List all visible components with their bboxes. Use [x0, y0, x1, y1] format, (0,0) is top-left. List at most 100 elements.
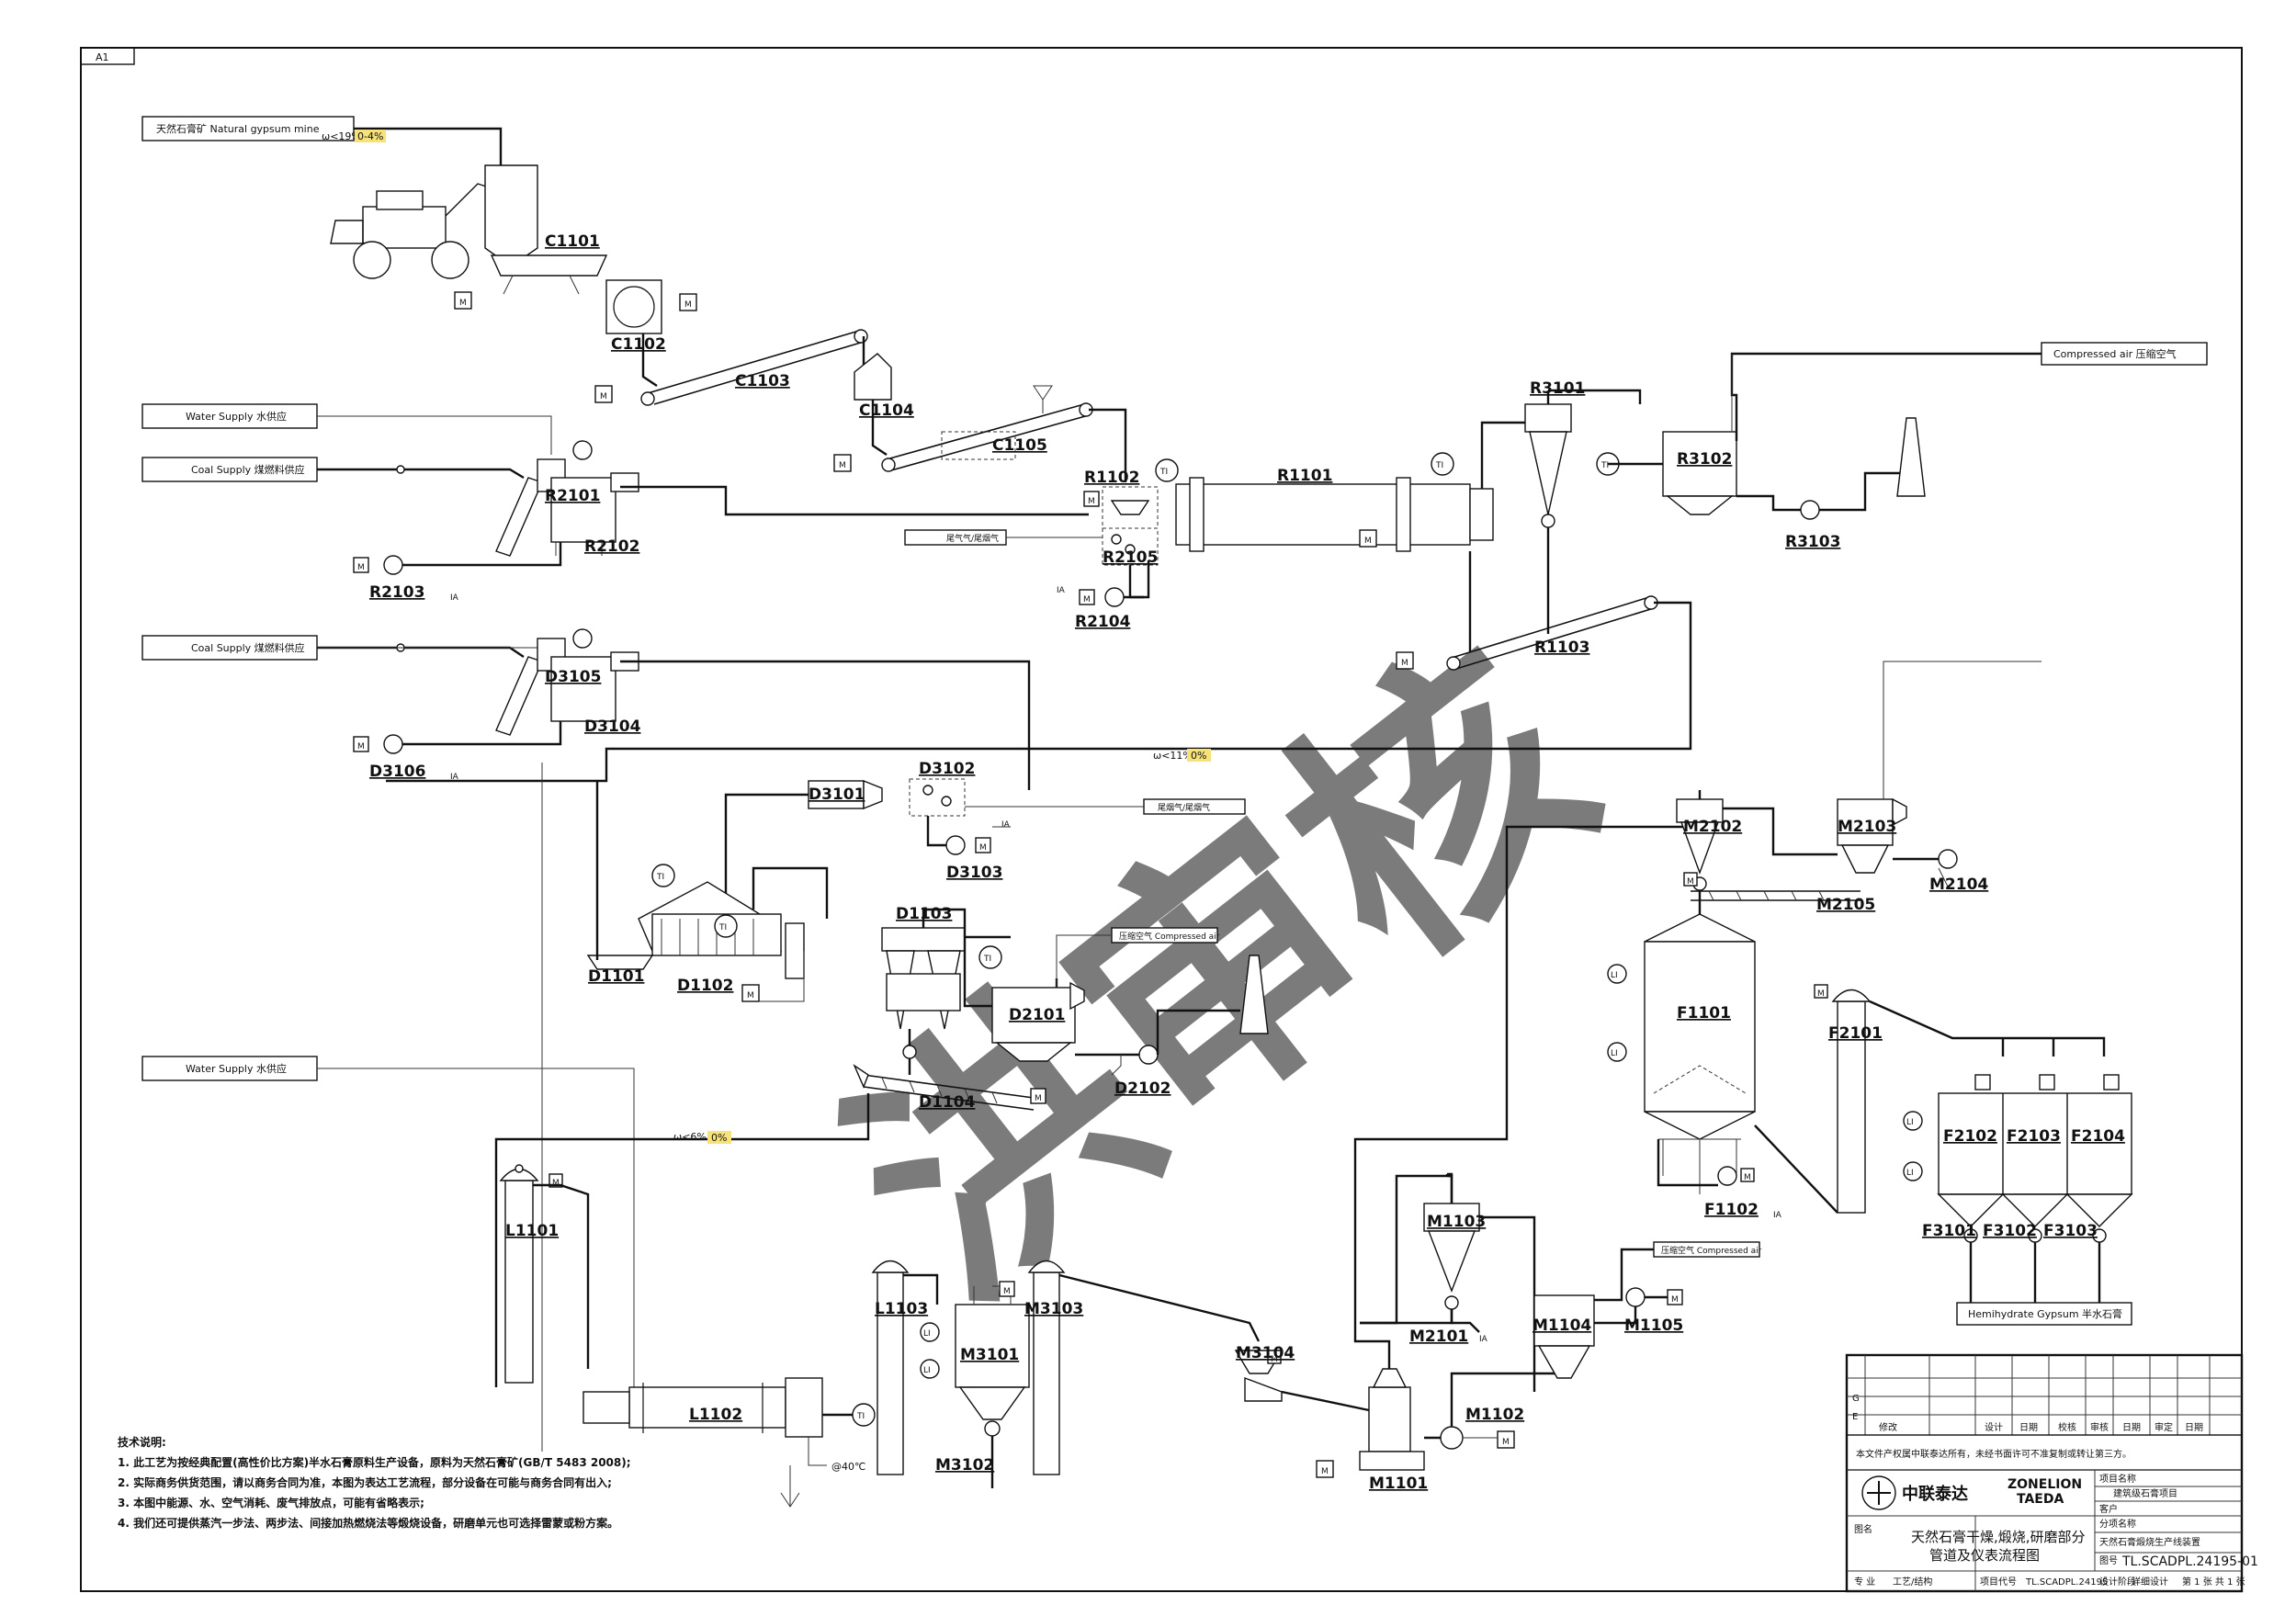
cyclones-d1103 — [881, 908, 1011, 1075]
cyclone-m1103 — [1360, 1172, 1536, 1392]
fan-m1105: M — [1594, 1287, 1683, 1325]
motor-c1101 — [454, 291, 472, 310]
svg-text:M: M — [1401, 659, 1408, 668]
svg-text:M: M — [459, 299, 467, 308]
svg-text:M: M — [1321, 1467, 1329, 1476]
svg-text:TAEDA: TAEDA — [2017, 1492, 2064, 1507]
svg-text:压缩空气 Compressed air: 压缩空气 Compressed air — [1661, 1245, 1762, 1256]
cyclone-r3101 — [1524, 389, 1642, 634]
svg-text:IA: IA — [1479, 1335, 1488, 1344]
dryer-d1102 — [586, 866, 829, 979]
svg-text:工艺/结构: 工艺/结构 — [1893, 1576, 1932, 1588]
tag-d3105: D3105 — [545, 668, 601, 686]
svg-text:M: M — [1271, 1355, 1278, 1364]
drawing-border — [80, 47, 2243, 1592]
mill-m1101 — [1353, 825, 1691, 1471]
fan-r2104: M IA — [1057, 586, 1125, 607]
svg-text:中联泰达: 中联泰达 — [1902, 1484, 1968, 1504]
svg-text:项目代号: 项目代号 — [1980, 1576, 2017, 1588]
tag-l1101: L1101 — [505, 1222, 559, 1240]
tag-f3103: F3103 — [2043, 1222, 2098, 1240]
tag-f2101: F2101 — [1828, 1024, 1883, 1043]
svg-text:M: M — [600, 392, 607, 401]
elevator-l1101: M — [499, 1164, 590, 1384]
svg-text:图名: 图名 — [1854, 1523, 1872, 1535]
svg-text:详细设计: 详细设计 — [2132, 1576, 2168, 1588]
svg-text:设计阶段: 设计阶段 — [2099, 1576, 2136, 1588]
tag-m2103: M2103 — [1838, 818, 1896, 836]
tag-f2103: F2103 — [2007, 1127, 2061, 1146]
stream-compressed-air-3 — [1653, 1241, 1760, 1258]
svg-text:M: M — [747, 991, 754, 1000]
crusher-c1104 — [854, 353, 892, 401]
svg-text:TI: TI — [1435, 461, 1443, 470]
fan-f1102: M IA — [1657, 1139, 1782, 1220]
tag-m1105: M1105 — [1624, 1317, 1683, 1335]
company-logo: 中联泰达 ZONELION TAEDA — [1861, 1475, 2082, 1510]
motor-c1102 — [679, 293, 697, 311]
svg-text:专 业: 专 业 — [1854, 1576, 1875, 1588]
svg-text:日期: 日期 — [2122, 1422, 2141, 1433]
svg-text:TL.SCADPL.24195: TL.SCADPL.24195 — [2025, 1577, 2108, 1588]
tag-m3104: M3104 — [1236, 1344, 1295, 1362]
svg-text:M: M — [1687, 877, 1694, 887]
utility-supplies: Water Supply 水供应 Coal Supply 煤燃料供应 Coal … — [141, 403, 635, 1387]
svg-text:日期: 日期 — [2185, 1422, 2203, 1433]
tag-d3104: D3104 — [584, 718, 641, 736]
svg-text:M: M — [1083, 595, 1091, 605]
hopper-c1101 — [484, 164, 608, 295]
silo-f1101: LI LI — [1607, 913, 1756, 1194]
tag-f1101: F1101 — [1677, 1004, 1731, 1023]
svg-text:压缩空气 Compressed air: 压缩空气 Compressed air — [1119, 931, 1220, 942]
tag-f2102: F2102 — [1943, 1127, 1997, 1146]
svg-text:M: M — [1817, 989, 1825, 999]
svg-text:LI: LI — [1906, 1118, 1914, 1127]
bag-filter-m1104 — [1533, 1248, 1654, 1379]
tag-l1102: L1102 — [689, 1406, 742, 1424]
svg-text:项目名称: 项目名称 — [2099, 1473, 2136, 1485]
svg-text:LI: LI — [923, 1366, 931, 1375]
feeder-m3104: M — [1234, 1350, 1370, 1412]
copyright: 本文件产权属中联泰达所有，未经书面许可不准复制或转让第三方。 — [1856, 1448, 2132, 1460]
tag-r1101: R1101 — [1277, 467, 1332, 485]
tag-l1103: L1103 — [875, 1300, 928, 1318]
notes-title: 技术说明: — [118, 1435, 166, 1449]
screw-conveyor-d1104 — [853, 1064, 1035, 1111]
motor-r1103 — [1396, 651, 1414, 670]
stream-water-1 — [141, 403, 318, 429]
svg-text:设计: 设计 — [1985, 1421, 2003, 1433]
fan-d3106: M IA — [353, 721, 562, 782]
stream-compressed-air-1 — [2041, 342, 2208, 366]
tag-r2105: R2105 — [1103, 548, 1158, 567]
sheet-size-label: A1 — [96, 51, 109, 63]
svg-text:IA: IA — [1057, 586, 1066, 595]
svg-text:修改: 修改 — [1879, 1421, 1897, 1433]
svg-text:TI: TI — [983, 955, 991, 964]
drawing-title-1: 天然石膏干燥,煅烧,研磨部分 — [1911, 1529, 2086, 1545]
svg-text:TI: TI — [856, 1412, 865, 1421]
stream-gypsum-mine — [141, 116, 355, 141]
silos-f2102-f2104: LI LI — [1903, 1074, 2133, 1305]
svg-text:IA: IA — [1001, 820, 1011, 830]
motor-c1105 — [833, 454, 852, 472]
svg-text:天然石膏矿 Natural gypsum mine: 天然石膏矿 Natural gypsum mine — [156, 122, 320, 135]
kiln-l1102 — [582, 1377, 823, 1438]
tag-r1102: R1102 — [1084, 469, 1139, 487]
tag-m3103: M3103 — [1024, 1300, 1083, 1318]
svg-text:G: G — [1852, 1394, 1860, 1404]
temp-indicator-l1102: TI — [852, 1403, 876, 1427]
motor-m1101 — [1316, 1460, 1334, 1478]
svg-text:M: M — [839, 461, 846, 470]
tag-r2104: R2104 — [1075, 613, 1131, 631]
cyclone-m2102 — [1676, 790, 1838, 891]
stream-coal-1 — [141, 457, 318, 482]
tag-d1102: D1102 — [677, 977, 733, 995]
fan-m1102: M — [1424, 1341, 1564, 1450]
tag-m1101: M1101 — [1369, 1475, 1428, 1493]
svg-text:TI: TI — [718, 923, 727, 932]
svg-text:校核: 校核 — [2058, 1421, 2076, 1433]
tag-r3103: R3103 — [1785, 533, 1840, 551]
svg-text:LI: LI — [1906, 1169, 1914, 1178]
motor-c1103 — [594, 385, 613, 403]
temp-indicator-r1101: TI — [1155, 458, 1179, 482]
